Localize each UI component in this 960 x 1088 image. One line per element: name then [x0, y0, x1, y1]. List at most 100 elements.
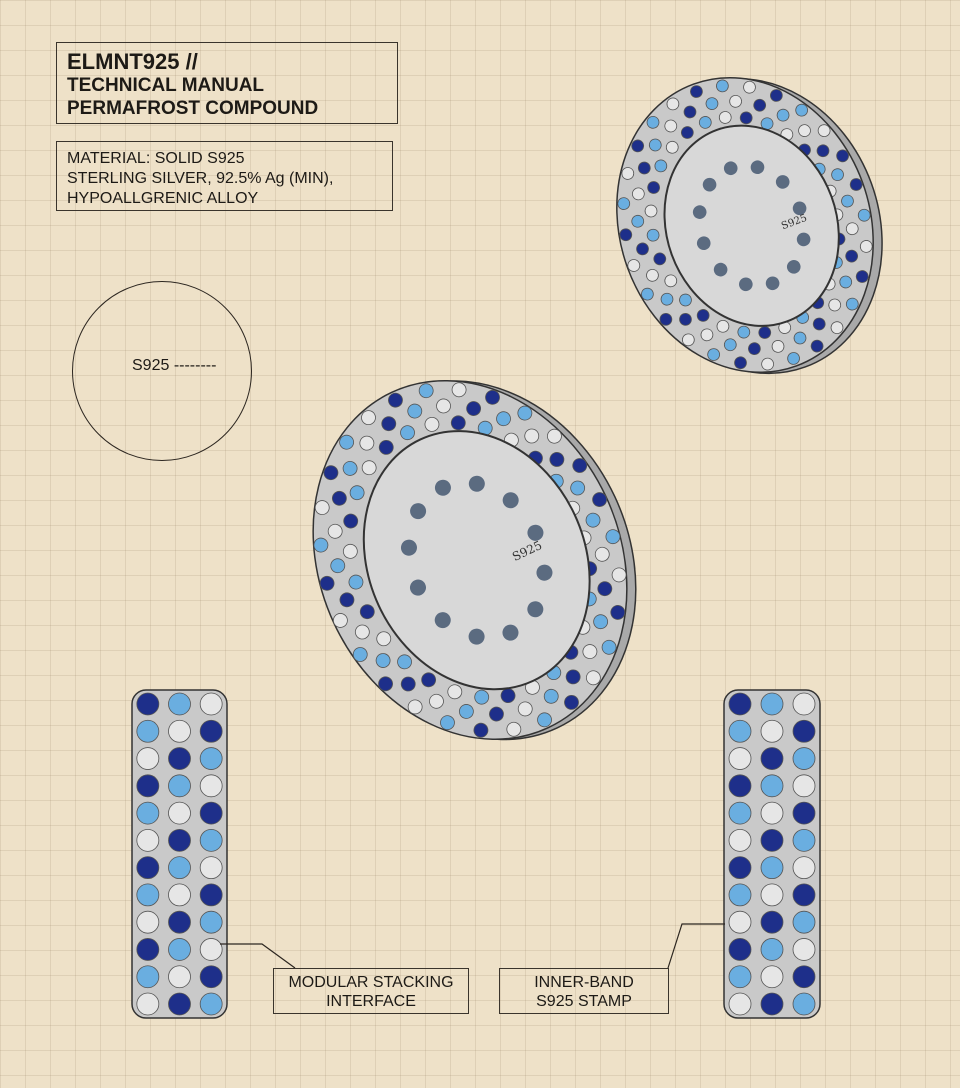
gemstone — [199, 801, 223, 825]
gemstone — [378, 676, 393, 692]
gemstone — [631, 214, 645, 228]
gemstone — [793, 331, 807, 345]
gemstone — [314, 500, 330, 515]
gemstone — [792, 801, 816, 825]
gemstone — [792, 856, 816, 880]
gemstone — [644, 204, 658, 218]
gemstone — [136, 692, 160, 716]
gemstone — [342, 543, 358, 559]
gemstone — [199, 774, 223, 798]
gemstone — [136, 828, 160, 852]
gemstone — [496, 411, 511, 427]
gemstone — [327, 523, 343, 539]
gemstone — [859, 240, 873, 253]
gemstone — [760, 747, 784, 770]
inner-hole — [434, 479, 451, 496]
gemstone — [760, 883, 784, 907]
gemstone — [679, 293, 692, 307]
stacking-leader-line — [220, 943, 296, 969]
inner-hole — [468, 628, 485, 645]
gemstone — [168, 883, 191, 907]
gemstone — [418, 383, 434, 399]
gemstone — [728, 692, 752, 716]
gemstone — [696, 309, 710, 322]
gemstone — [760, 774, 784, 798]
gemstone — [342, 461, 358, 476]
gemstone — [792, 938, 816, 961]
gemstone — [436, 398, 451, 414]
gemstone — [330, 558, 346, 574]
gemstone — [734, 356, 747, 370]
gemstone — [547, 428, 562, 444]
gemstone — [664, 119, 678, 133]
stacking-line-1: MODULAR STACKING — [288, 974, 454, 991]
gemstone — [839, 275, 853, 289]
gemstone — [748, 342, 761, 356]
gemstone — [424, 416, 440, 432]
gemstone — [737, 325, 751, 339]
gemstone — [168, 856, 191, 880]
gemstone — [728, 965, 752, 989]
gemstone — [660, 292, 674, 306]
gemstone — [648, 138, 662, 152]
gemstone — [517, 701, 533, 717]
gemstone — [339, 592, 355, 608]
gemstone — [323, 465, 339, 481]
gemstone — [855, 270, 869, 283]
gemstone — [168, 965, 191, 989]
gemstone — [792, 774, 816, 798]
gemstone — [716, 319, 730, 333]
gemstone — [593, 614, 609, 630]
gemstone — [549, 452, 565, 467]
gemstone — [199, 992, 223, 1016]
gemstone — [136, 883, 160, 907]
gemstone — [339, 434, 355, 450]
gemstone — [199, 828, 223, 852]
gemstone — [760, 801, 784, 825]
gemstone — [728, 856, 752, 880]
gemstone — [753, 98, 767, 112]
gemstone — [646, 115, 660, 129]
gemstone — [136, 747, 160, 770]
gemstone — [601, 639, 617, 655]
material-spec: MATERIAL: SOLID S925 STERLING SILVER, 92… — [56, 141, 393, 211]
gemstone — [376, 631, 392, 647]
stacking-callout: MODULAR STACKING INTERFACE — [273, 968, 469, 1014]
gemstone — [381, 416, 397, 432]
inner-hole — [410, 503, 427, 520]
gemstone — [792, 692, 816, 716]
gemstone — [728, 747, 752, 770]
gemstone — [359, 435, 375, 451]
gemstone — [447, 684, 463, 700]
inner-hole — [468, 475, 485, 492]
stamp-line-2: S925 STAMP — [536, 993, 632, 1010]
band-body — [723, 689, 821, 1019]
stamp-leader-line — [667, 923, 725, 969]
gemstone — [537, 712, 552, 728]
gemstone — [168, 774, 191, 798]
material-line-2: STERLING SILVER, 92.5% Ag (MIN), — [67, 170, 334, 187]
gemstone — [647, 181, 660, 194]
gemstone — [199, 719, 223, 743]
gemstone — [770, 89, 783, 102]
gemstone — [728, 774, 752, 798]
inner-hole — [400, 539, 417, 556]
gemstone — [760, 692, 784, 716]
gemstone — [760, 992, 784, 1016]
gemstone — [831, 168, 844, 182]
gemstone — [489, 706, 504, 722]
stamp-text: S925 — [132, 357, 170, 374]
gemstone — [585, 512, 601, 528]
gemstone — [665, 140, 679, 154]
main-ring: S925 — [312, 379, 637, 741]
gemstone — [168, 938, 191, 961]
inner-hole — [792, 201, 807, 216]
inner-hole — [750, 160, 765, 175]
inner-hole — [796, 232, 811, 247]
gemstone — [621, 167, 635, 180]
gemstone — [646, 228, 660, 242]
stacking-line-2: INTERFACE — [326, 993, 416, 1010]
gemstone — [136, 774, 160, 798]
inner-hole — [502, 624, 519, 641]
gemstone — [849, 178, 863, 191]
